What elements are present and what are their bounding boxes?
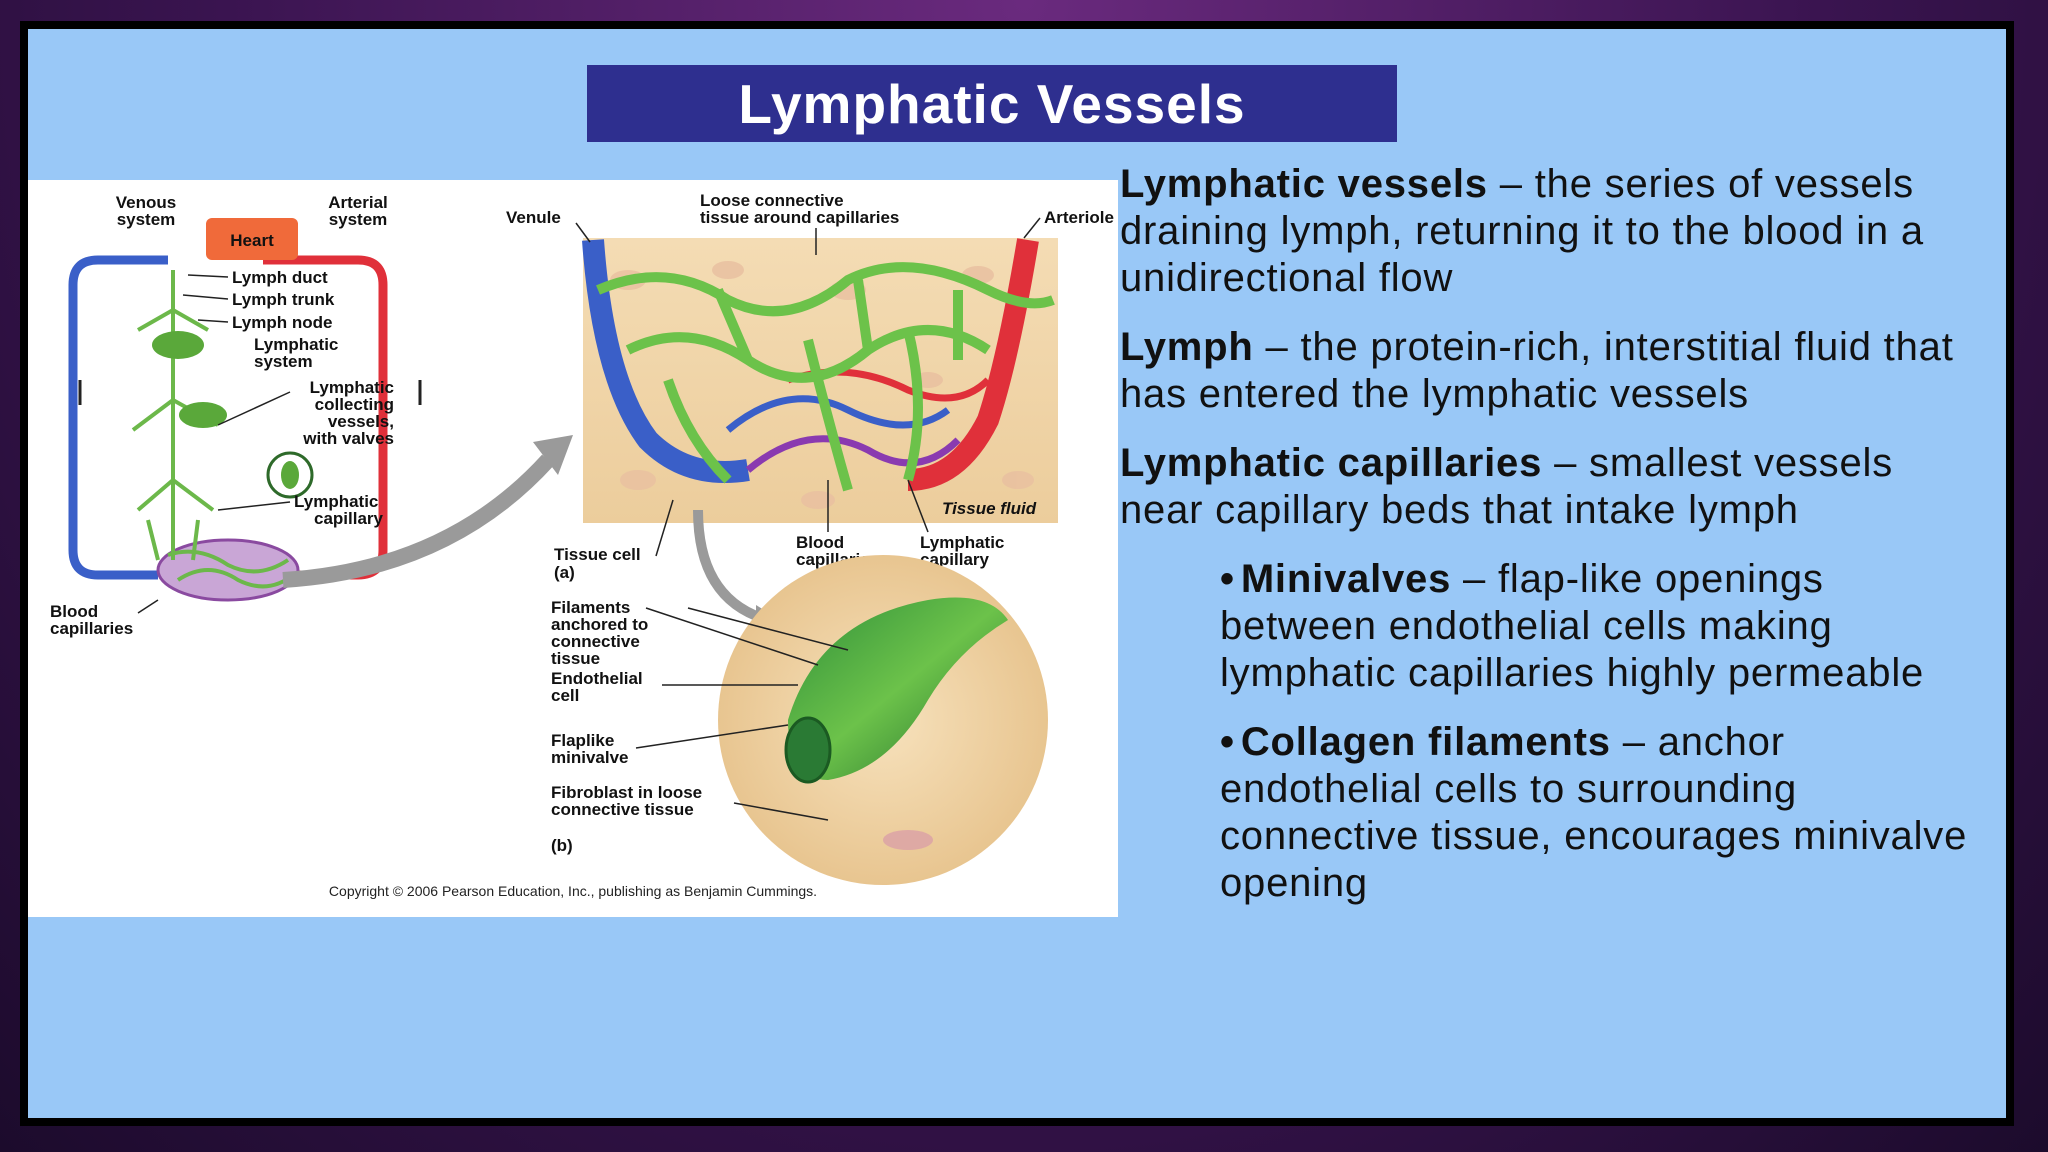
sub-bullets: •Minivalves – flap-like openings between… bbox=[1120, 556, 1980, 907]
bullet-text: – flap-like openings between endothelial… bbox=[1220, 557, 1925, 695]
filaments-label-3: connective bbox=[551, 632, 640, 651]
definition-lymph: Lymph – the protein-rich, interstitial f… bbox=[1120, 324, 1980, 418]
venous-system-label-2: system bbox=[117, 210, 176, 229]
leader-lines-a-right bbox=[575, 217, 1041, 557]
lymphatic-capillary-label-a: Lymphatic bbox=[294, 492, 378, 511]
endothelial-label: Endothelial bbox=[551, 669, 643, 688]
bullet-dot: • bbox=[1220, 557, 1235, 601]
arteriole-label: Arteriole bbox=[1044, 208, 1114, 227]
flaplike-label-2: minivalve bbox=[551, 748, 629, 767]
term-lymph: Lymph bbox=[1120, 325, 1254, 369]
definition-lymphatic-vessels: Lymphatic vessels – the series of vessel… bbox=[1120, 161, 1980, 302]
bullet-collagen-filaments: •Collagen filaments – anchor endothelial… bbox=[1220, 719, 1980, 907]
definitions-panel: Lymphatic vessels – the series of vessel… bbox=[1120, 161, 1980, 929]
arterial-system-label: Arterial bbox=[328, 193, 388, 212]
lymphatic-network bbox=[596, 262, 1055, 492]
lymph-node-shape bbox=[152, 331, 204, 359]
heart-label: Heart bbox=[230, 231, 274, 250]
copyright-text: Copyright © 2006 Pearson Education, Inc.… bbox=[329, 883, 817, 899]
definition-text: – smallest vessels near capillary beds t… bbox=[1120, 441, 1894, 532]
collecting-vessels-label-2: collecting bbox=[315, 395, 394, 414]
definition-text: – the protein-rich, interstitial fluid t… bbox=[1120, 325, 1954, 416]
lymphatic-system-label-2: system bbox=[254, 352, 313, 371]
lymphatic-diagram: Heart Venous system Arterial system Lymp… bbox=[28, 180, 1118, 917]
collecting-vessels-label-4: with valves bbox=[302, 429, 394, 448]
lymph-node-label: Lymph node bbox=[232, 313, 332, 332]
lymph-duct-label: Lymph duct bbox=[232, 268, 328, 287]
slide-title: Lymphatic Vessels bbox=[587, 65, 1397, 142]
lymph-trunk-label: Lymph trunk bbox=[232, 290, 335, 309]
filaments-label-4: tissue bbox=[551, 649, 600, 668]
part-b-label: (b) bbox=[551, 836, 573, 855]
filaments-label-2: anchored to bbox=[551, 615, 648, 634]
term-lymphatic-capillaries: Lymphatic capillaries bbox=[1120, 441, 1543, 485]
definition-lymphatic-capillaries: Lymphatic capillaries – smallest vessels… bbox=[1120, 440, 1980, 534]
collecting-vessels-label-3: vessels, bbox=[328, 412, 394, 431]
fibroblast-label-2: connective tissue bbox=[551, 800, 694, 819]
lymphatic-system-label: Lymphatic bbox=[254, 335, 338, 354]
diagram-svg: Heart Venous system Arterial system Lymp… bbox=[50, 191, 1114, 899]
lymphatic-capillary-label-b: Lymphatic bbox=[920, 533, 1004, 552]
endothelial-label-2: cell bbox=[551, 686, 579, 705]
lymph-node-shape-2 bbox=[179, 402, 227, 428]
definition-text: – the series of vessels draining lymph, … bbox=[1120, 162, 1924, 300]
flow-arrows bbox=[78, 380, 422, 405]
blood-capillaries-label-a: Blood bbox=[50, 602, 98, 621]
venous-system-label: Venous bbox=[116, 193, 176, 212]
term-collagen-filaments: Collagen filaments bbox=[1240, 720, 1611, 764]
venule-shape bbox=[582, 239, 750, 483]
tissue-fluid-label: Tissue fluid bbox=[942, 499, 1037, 518]
arterial-system-label-2: system bbox=[329, 210, 388, 229]
zoom-arrow bbox=[282, 454, 554, 588]
loose-connective-label-2: tissue around capillaries bbox=[700, 208, 899, 227]
bullet-dot: • bbox=[1220, 720, 1235, 764]
blood-capillaries-label-b: Blood bbox=[796, 533, 844, 552]
term-lymphatic-vessels: Lymphatic vessels bbox=[1120, 162, 1488, 206]
lymphatic-capillary-label-a-2: capillary bbox=[314, 509, 384, 528]
zoom-arrow-2 bbox=[693, 509, 770, 625]
collecting-vessels-label: Lymphatic bbox=[310, 378, 394, 397]
leader-lines-a-left bbox=[137, 274, 291, 614]
slide: Lymphatic Vessels bbox=[28, 29, 2006, 1118]
venule-label: Venule bbox=[506, 208, 561, 227]
flaplike-label: Flaplike bbox=[551, 731, 614, 750]
capillary-tube bbox=[784, 597, 1008, 784]
heart-shape bbox=[206, 218, 298, 260]
bullet-minivalves: •Minivalves – flap-like openings between… bbox=[1220, 556, 1980, 697]
blood-capillaries-label-a-2: capillaries bbox=[50, 619, 133, 638]
bullet-text: – anchor endothelial cells to surroundin… bbox=[1220, 720, 1968, 905]
tissue-cell-label: Tissue cell bbox=[554, 545, 641, 564]
term-minivalves: Minivalves bbox=[1240, 557, 1452, 601]
leader-lines-b bbox=[635, 607, 849, 821]
fibroblast-label: Fibroblast in loose bbox=[551, 783, 702, 802]
filaments-label: Filaments bbox=[551, 598, 630, 617]
part-a-label: (a) bbox=[554, 563, 575, 582]
loose-connective-label: Loose connective bbox=[700, 191, 844, 210]
